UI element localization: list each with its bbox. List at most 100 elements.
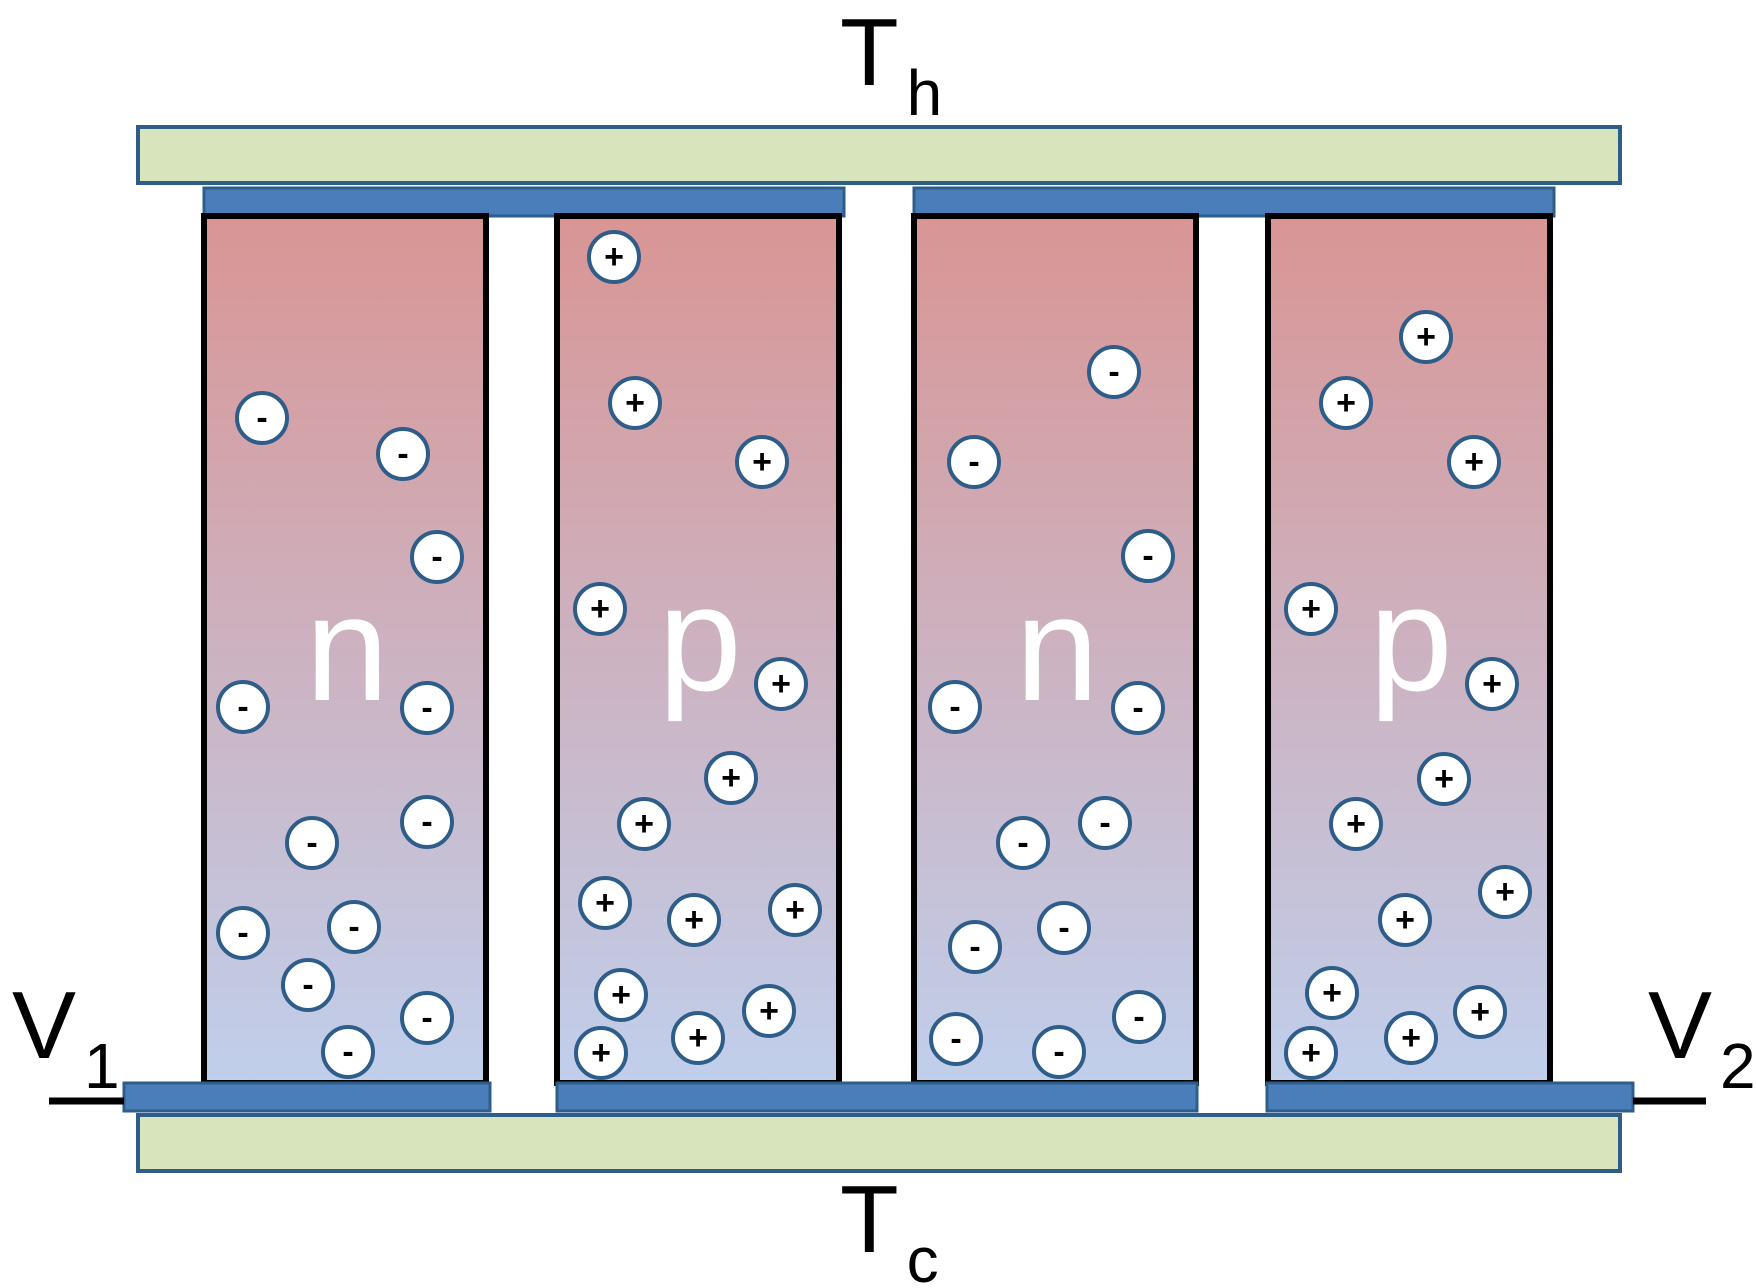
hole-carrier: + bbox=[608, 376, 662, 430]
electron-sign: - bbox=[302, 966, 313, 1004]
bottom-electrode-1 bbox=[122, 1081, 492, 1113]
leg-4-label: p bbox=[1369, 554, 1452, 722]
hole-sign: + bbox=[1464, 443, 1484, 481]
electron-circle bbox=[947, 435, 1001, 489]
top-electrode-1 bbox=[202, 186, 846, 218]
electron-carrier: - bbox=[1078, 796, 1132, 850]
hole-circle bbox=[1453, 985, 1507, 1039]
electron-carrier: - bbox=[1032, 1025, 1086, 1079]
hole-carrier: + bbox=[667, 893, 721, 947]
electron-sign: - bbox=[421, 999, 432, 1037]
hole-circle bbox=[1384, 1011, 1438, 1065]
electron-sign: - bbox=[1108, 353, 1119, 391]
hole-circle bbox=[1305, 966, 1359, 1020]
hot-temperature-symbol: T bbox=[840, 0, 899, 106]
hot-temperature-subscript: h bbox=[907, 57, 943, 129]
electron-sign: - bbox=[968, 443, 979, 481]
electron-circle bbox=[1112, 990, 1166, 1044]
electron-sign: - bbox=[1058, 909, 1069, 947]
electron-sign: - bbox=[969, 928, 980, 966]
hole-circle bbox=[574, 1026, 628, 1080]
electron-sign: - bbox=[397, 435, 408, 473]
cold-temperature-subscript: c bbox=[907, 1224, 939, 1288]
electron-sign: - bbox=[1133, 998, 1144, 1036]
electron-sign: - bbox=[342, 1033, 353, 1071]
hole-sign: + bbox=[595, 884, 615, 922]
hole-carrier: + bbox=[1399, 310, 1453, 364]
hot-plate bbox=[136, 125, 1622, 185]
hole-sign: + bbox=[1336, 384, 1356, 422]
electron-carrier: - bbox=[216, 906, 270, 960]
electron-carrier: - bbox=[410, 530, 464, 584]
hole-sign: + bbox=[1434, 760, 1454, 798]
hole-sign: + bbox=[1495, 873, 1515, 911]
electron-circle bbox=[327, 900, 381, 954]
electron-circle bbox=[216, 906, 270, 960]
hole-carrier: + bbox=[594, 968, 648, 1022]
electron-carrier: - bbox=[928, 680, 982, 734]
hole-sign: + bbox=[591, 1034, 611, 1072]
hole-carrier: + bbox=[1319, 376, 1373, 430]
hole-circle bbox=[754, 657, 808, 711]
electron-sign: - bbox=[237, 914, 248, 952]
electron-sign: - bbox=[237, 688, 248, 726]
voltage-left-subscript: 1 bbox=[84, 1030, 120, 1102]
hole-circle bbox=[1399, 310, 1453, 364]
electron-sign: - bbox=[348, 908, 359, 946]
leg-2-label: p bbox=[658, 554, 741, 722]
hole-circle bbox=[608, 376, 662, 430]
bottom-electrode-3 bbox=[1265, 1081, 1635, 1113]
hole-sign: + bbox=[1301, 590, 1321, 628]
hole-sign: + bbox=[611, 976, 631, 1014]
hole-circle bbox=[768, 883, 822, 937]
hole-sign: + bbox=[721, 759, 741, 797]
electron-circle bbox=[376, 427, 430, 481]
hole-sign: + bbox=[1482, 665, 1502, 703]
electron-circle bbox=[1037, 901, 1091, 955]
hole-circle bbox=[1284, 582, 1338, 636]
hole-carrier: + bbox=[735, 435, 789, 489]
electron-circle bbox=[281, 958, 335, 1012]
electron-sign: - bbox=[431, 538, 442, 576]
hole-sign: + bbox=[1395, 901, 1415, 939]
electron-sign: - bbox=[1053, 1033, 1064, 1071]
hole-carrier: + bbox=[704, 751, 758, 805]
electron-sign: - bbox=[256, 399, 267, 437]
hole-sign: + bbox=[1401, 1019, 1421, 1057]
hole-carrier: + bbox=[1384, 1011, 1438, 1065]
hole-circle bbox=[671, 1011, 725, 1065]
electron-carrier: - bbox=[929, 1012, 983, 1066]
electron-sign: - bbox=[1017, 824, 1028, 862]
hole-carrier: + bbox=[617, 797, 671, 851]
electron-carrier: - bbox=[1111, 681, 1165, 735]
hole-sign: + bbox=[634, 805, 654, 843]
electron-circle bbox=[400, 795, 454, 849]
electron-circle bbox=[1078, 796, 1132, 850]
electron-carrier: - bbox=[400, 991, 454, 1045]
hole-circle bbox=[578, 876, 632, 930]
electron-sign: - bbox=[950, 1020, 961, 1058]
electron-sign: - bbox=[421, 689, 432, 727]
hole-carrier: + bbox=[1284, 582, 1338, 636]
hole-carrier: + bbox=[742, 984, 796, 1038]
hole-carrier: + bbox=[573, 582, 627, 636]
electron-carrier: - bbox=[376, 427, 430, 481]
electron-carrier: - bbox=[285, 816, 339, 870]
hole-carrier: + bbox=[1465, 657, 1519, 711]
electron-circle bbox=[928, 680, 982, 734]
bottom-electrode-2 bbox=[555, 1081, 1199, 1113]
voltage-right-subscript: 2 bbox=[1720, 1030, 1756, 1102]
hole-carrier: + bbox=[587, 230, 641, 284]
electron-circle bbox=[1032, 1025, 1086, 1079]
hole-carrier: + bbox=[1453, 985, 1507, 1039]
hole-carrier: + bbox=[754, 657, 808, 711]
hole-circle bbox=[594, 968, 648, 1022]
hole-carrier: + bbox=[1478, 865, 1532, 919]
hole-circle bbox=[1447, 435, 1501, 489]
hole-sign: + bbox=[604, 238, 624, 276]
electron-carrier: - bbox=[947, 435, 1001, 489]
hole-sign: + bbox=[1416, 318, 1436, 356]
